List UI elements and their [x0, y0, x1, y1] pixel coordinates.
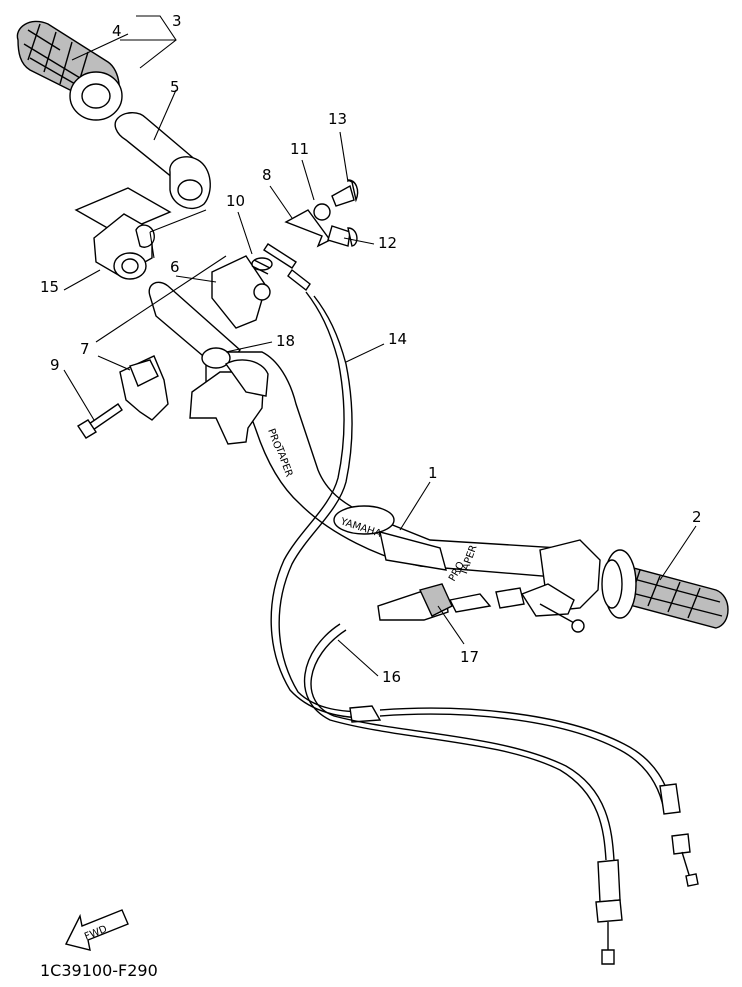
lower-clamp [119, 355, 169, 421]
cover-plate [284, 209, 332, 248]
callout-4: 4 [112, 22, 122, 40]
diagram-code: 1C39100-F290 [40, 961, 158, 980]
adjuster-spring [251, 243, 311, 292]
callout-12: 12 [378, 234, 397, 252]
callout-18: 18 [276, 332, 295, 350]
callout-8: 8 [262, 166, 272, 184]
throttle-cable [270, 291, 699, 887]
cable-adjuster-17 [377, 583, 525, 621]
callout-11: 11 [290, 140, 309, 158]
lever-perch [189, 359, 269, 445]
handlebar-clamp [211, 255, 271, 329]
leader-lines [63, 15, 697, 677]
callout-2: 2 [692, 508, 702, 526]
bolt-9 [77, 403, 123, 439]
callouts: 3 4 5 13 11 8 10 12 6 15 14 7 18 9 1 2 1… [40, 12, 702, 686]
callout-9: 9 [50, 356, 60, 374]
clutch-cable [303, 623, 623, 965]
callout-15: 15 [40, 278, 59, 296]
callout-1: 1 [428, 464, 438, 482]
right-grip [601, 549, 729, 629]
left-grip [16, 20, 123, 121]
callout-3: 3 [172, 12, 182, 30]
clutch-bracket [520, 539, 601, 633]
callout-6: 6 [170, 258, 180, 276]
callout-7: 7 [80, 340, 90, 358]
screw-13 [331, 179, 359, 207]
throttle-housing [74, 187, 172, 280]
callout-13: 13 [328, 110, 347, 128]
collar-11 [313, 203, 331, 221]
callout-10: 10 [226, 192, 245, 210]
screw-12 [327, 225, 358, 247]
fwd-arrow: FWD [64, 909, 129, 951]
callout-16: 16 [382, 668, 401, 686]
callout-17: 17 [460, 648, 479, 666]
handlebar [148, 281, 567, 579]
callout-14: 14 [388, 330, 407, 348]
callout-5: 5 [170, 78, 180, 96]
throttle-sleeve [114, 112, 211, 209]
